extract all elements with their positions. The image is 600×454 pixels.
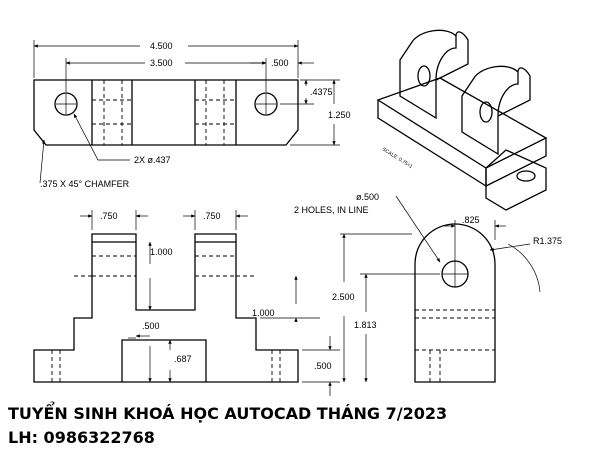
iso-upright-right [461, 65, 519, 156]
iso-hole-right [479, 101, 493, 123]
dim-hole-offset: .825 [462, 215, 480, 225]
front-view-dimensions [80, 210, 340, 396]
dim-notch-width: .500 [142, 321, 160, 331]
hidden-lines [51, 255, 281, 382]
isometric-view [376, 29, 548, 211]
iso-scale-note: SCALE: 0.75=1 [381, 147, 414, 171]
top-view [33, 79, 299, 146]
top-view-outline [33, 79, 299, 146]
dim-hole-center-height: 1.813 [354, 320, 377, 330]
center-marks [56, 94, 276, 114]
iso-hole-left [417, 65, 431, 87]
iso-foot-right [485, 149, 547, 211]
chamfer-note: .375 X 45° CHAMFER [40, 179, 130, 189]
front-view-outline [33, 233, 299, 383]
iso-foot-hole [516, 170, 536, 182]
top-view-dimensions [33, 40, 340, 184]
iso-upright-left-side [435, 31, 469, 81]
side-view-outline [414, 223, 496, 383]
dim-overall-height: 2.500 [332, 292, 355, 302]
hole-left [54, 92, 78, 116]
center-marks [442, 261, 468, 287]
dim-hole-center-offset: .4375 [310, 87, 333, 97]
dim-upright-width-right: .750 [203, 211, 221, 221]
dim-overall-width: 4.500 [150, 41, 173, 51]
dim-edge-offset: .500 [271, 58, 289, 68]
dim-base-height: 1.000 [252, 308, 275, 318]
dim-foot-height: .500 [314, 361, 332, 371]
side-hole-note-2: 2 HOLES, IN LINE [294, 205, 369, 215]
banner-contact: LH: 0986322768 [8, 428, 155, 447]
holes-note: 2X ø.437 [134, 155, 171, 165]
iso-upright-left [399, 29, 457, 120]
iso-upright-right-side [497, 67, 531, 117]
radius-arc [507, 243, 541, 293]
dim-depth: 1.250 [328, 110, 351, 120]
side-view [414, 223, 496, 383]
front-view [33, 233, 299, 383]
hidden-lines [415, 309, 495, 382]
dim-radius: R1.375 [533, 236, 562, 246]
dim-notch-height: .687 [174, 354, 192, 364]
hole-right [254, 92, 278, 116]
iso-base-side [485, 138, 547, 187]
dim-upright-width-left: .750 [100, 211, 118, 221]
banner-title: TUYỂN SINH KHOÁ HỌC AUTOCAD THÁNG 7/2023 [8, 404, 448, 423]
iso-base-front [377, 100, 487, 188]
dim-hole-spacing: 3.500 [150, 58, 173, 68]
side-view-dimensions [340, 195, 541, 383]
side-hole-note-1: ø.500 [356, 192, 379, 202]
hidden-lines [92, 80, 236, 145]
dim-slot-depth: 1.000 [150, 247, 173, 257]
